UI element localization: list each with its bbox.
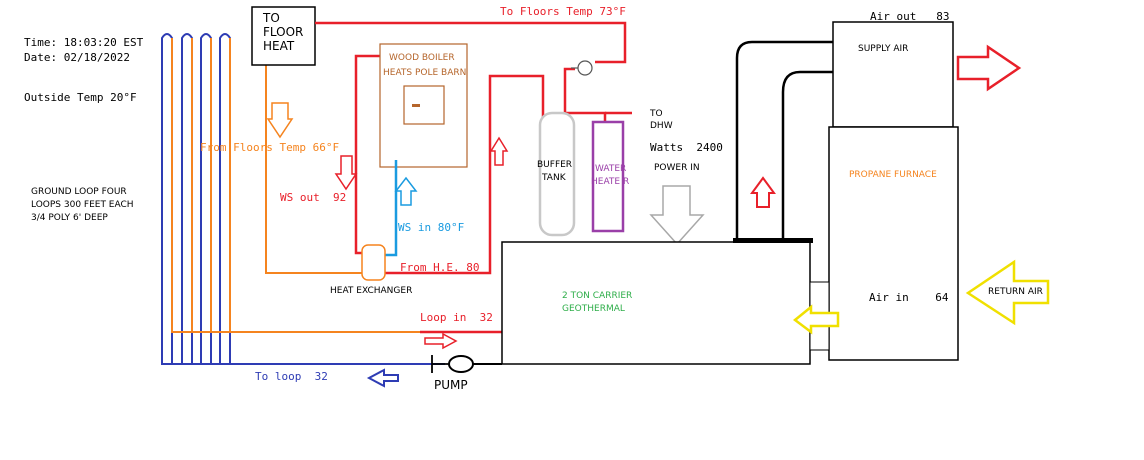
buffer-tank (538, 111, 576, 237)
small-return-arrow-icon (792, 304, 840, 335)
to-dhw-line1: TO (650, 109, 663, 119)
hot-water-lines (315, 21, 632, 334)
geothermal-line2: GEOTHERMAL (562, 304, 625, 314)
power-in-arrow-icon (649, 185, 705, 246)
boiler-handle (412, 104, 420, 107)
return-air-arrow-icon (965, 259, 1050, 326)
ws-out-temp: WS out 92 (280, 191, 347, 204)
from-floors-temp: From Floors Temp 66°F (200, 141, 340, 154)
heat-exchanger-label: HEAT EXCHANGER (330, 286, 413, 296)
supply-air-box (832, 21, 954, 128)
boiler-door (403, 85, 445, 125)
to-floors-temp: To Floors Temp 73°F (500, 5, 626, 18)
outside-temp: Outside Temp 20°F (24, 91, 137, 104)
geothermal-line1: 2 TON CARRIER (562, 291, 633, 301)
ws-in-line (385, 160, 398, 257)
air-out-temp: Air out 83 (870, 10, 950, 23)
ground-loop-line1: GROUND LOOP FOUR (31, 187, 127, 197)
loop-in-right-arrow-icon (424, 332, 458, 350)
status-time: Time: 18:03:20 EST (24, 36, 144, 49)
ws-in-temp: WS in 80°F (398, 221, 465, 234)
to-floor-heat-box (251, 6, 316, 66)
propane-furnace-box (828, 126, 959, 361)
air-in-temp: Air in 64 (869, 291, 949, 304)
pump-label: PUMP (434, 378, 468, 392)
to-dhw-line2: DHW (650, 121, 673, 131)
heat-exchanger (361, 244, 386, 281)
duct-base (733, 238, 813, 243)
from-he-temp: From H.E. 80 (400, 261, 480, 274)
loop-in-temp: Loop in 32 (420, 311, 493, 324)
valve-icon (571, 60, 593, 76)
buffer-tank-line1: BUFFER (537, 160, 573, 170)
ground-loop-line2: LOOPS 300 FEET EACH (31, 200, 134, 210)
supply-air-arrow-icon (956, 44, 1022, 92)
to-loop-left-arrow-icon (366, 368, 399, 388)
status-date: Date: 02/18/2022 (24, 51, 130, 64)
air-up-arrow-icon (750, 176, 776, 208)
supply-duct-outer (735, 40, 833, 242)
water-heater (591, 120, 625, 233)
water-heater-line1: WATER (595, 164, 627, 174)
from-floors-down-arrow-icon (266, 102, 294, 139)
ws-out-down-arrow-icon (334, 155, 358, 191)
wood-boiler-line1: WOOD BOILER (389, 53, 455, 63)
power-in-label: POWER IN (654, 163, 700, 173)
to-floor-heat-label: TO FLOOR HEAT (263, 11, 304, 53)
ground-loop-line3: 3/4 POLY 6' DEEP (31, 213, 108, 223)
geothermal-unit (501, 241, 811, 365)
supply-duct-inner (781, 70, 833, 242)
propane-furnace-label: PROPANE FURNACE (849, 170, 937, 180)
ground-loop-blue-pipes (161, 33, 445, 365)
buffer-tank-line2: TANK (542, 173, 566, 183)
pump-icon (431, 355, 502, 373)
water-heater-line2: HEATE R (591, 177, 630, 187)
ws-in-up-arrow-icon (394, 176, 418, 206)
supply-air-label: SUPPLY AIR (858, 44, 909, 54)
watts-reading: Watts 2400 (650, 141, 723, 154)
to-loop-temp: To loop 32 (255, 370, 328, 383)
wood-boiler-line2: HEATS POLE BARN (383, 68, 467, 78)
return-air-label: RETURN AIR (988, 287, 1043, 297)
from-he-up-arrow-icon (489, 136, 509, 166)
